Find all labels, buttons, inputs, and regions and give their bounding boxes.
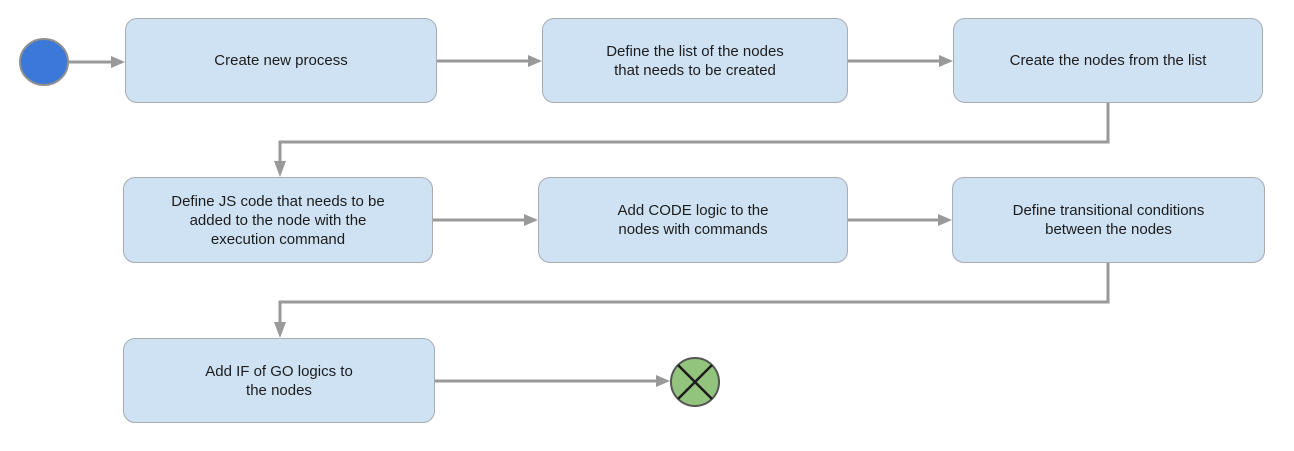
arrowhead-step1 [111, 56, 125, 68]
step-label: Define JS code that needs to be added to… [171, 192, 385, 248]
final-node-x-icon [677, 364, 713, 400]
step-define-transitional-conditions: Define transitional conditions between t… [952, 177, 1265, 263]
step-label: Create new process [214, 52, 348, 69]
step-define-node-list: Define the list of the nodes that needs … [542, 18, 848, 103]
arrowhead-end [656, 375, 670, 387]
step-create-new-process: Create new process [125, 18, 437, 103]
arrowhead-step4 [274, 161, 286, 177]
arrowhead-step5 [524, 214, 538, 226]
step-label: Add CODE logic to the nodes with command… [617, 202, 769, 238]
arrowhead-step7 [274, 322, 286, 338]
step-create-nodes-from-list: Create the nodes from the list [953, 18, 1263, 103]
step-label: Define transitional conditions between t… [1012, 202, 1205, 238]
initial-node [19, 38, 69, 86]
arrowhead-step3 [939, 55, 953, 67]
final-node-circle [670, 357, 720, 407]
step-add-code-logic: Add CODE logic to the nodes with command… [538, 177, 848, 263]
step-add-if-go-logics: Add IF of GO logics to the nodes [123, 338, 435, 423]
step-label: Add IF of GO logics to the nodes [205, 362, 353, 399]
edge-step3-to-step4 [278, 103, 1110, 162]
arrowhead-step2 [528, 55, 542, 67]
edge-step6-to-step7 [278, 263, 1110, 323]
step-define-js-code: Define JS code that needs to be added to… [123, 177, 433, 263]
step-label: Create the nodes from the list [1009, 52, 1207, 69]
step-label: Define the list of the nodes that needs … [606, 42, 784, 79]
activity-final-node [670, 357, 720, 407]
arrowhead-step6 [938, 214, 952, 226]
